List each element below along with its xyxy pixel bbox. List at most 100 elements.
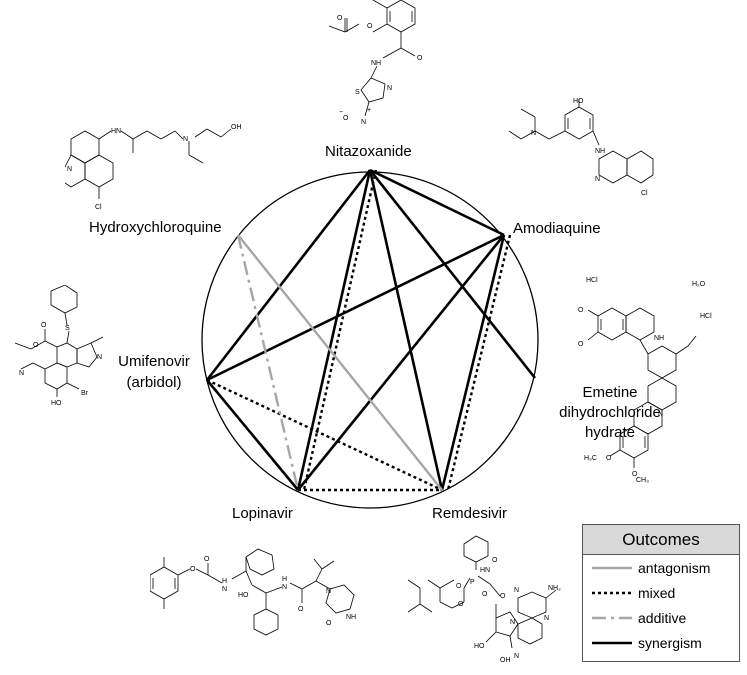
interaction-hydroxychloroquine-lopinavir-additive: [236, 234, 300, 491]
structure-nitazoxanide-atom-4: S: [355, 89, 360, 96]
structure-remdesivir-atom-14: OH: [500, 657, 511, 664]
outcomes-legend: Outcomes antagonism mixed additive syner…: [582, 524, 740, 662]
interaction-nitazoxanide-amodiaquine-synergism: [369, 168, 505, 237]
structure-remdesivir: H N O O P O O O N N N NH₂ HO OH N: [407, 535, 561, 664]
structure-emetine-atom-1: HCl: [586, 277, 598, 284]
legend-item-synergism: synergism: [583, 633, 739, 655]
interaction-amodiaquine-lopinavir-synergism: [296, 234, 506, 491]
structure-remdesivir-atom-2: N: [485, 567, 490, 574]
structure-emetine-atom-10: O: [632, 471, 638, 478]
structure-emetine-atom-9: O: [606, 455, 612, 462]
structure-nitazoxanide-charge-2: +: [367, 107, 371, 114]
structure-hcq-atom-3: OH: [231, 124, 242, 131]
structure-amodiaquine-atom-5: Cl: [641, 190, 648, 197]
structure-lopinavir-atom-1: O: [190, 566, 196, 573]
structure-umifenovir-atom-1: S: [65, 325, 70, 332]
structure-amodiaquine-atom-2: N: [531, 130, 536, 137]
structure-nitazoxanide: O O NH S N N O O − +: [328, 0, 423, 126]
interaction-amodiaquine-remdesivir-synergism: [440, 234, 506, 491]
structure-emetine-atom-6: NH: [654, 335, 664, 342]
legend-swatch-antagonism: [592, 566, 632, 570]
structure-remdesivir-atom-15: N: [514, 653, 519, 660]
interaction-lines: [205, 168, 537, 492]
legend-label-mixed: mixed: [638, 585, 676, 601]
interaction-nitazoxanide-remdesivir-synergism: [368, 169, 444, 491]
label-nitazoxanide: Nitazoxanide: [325, 143, 412, 160]
legend-label-synergism: synergism: [638, 635, 702, 651]
interaction-amodiaquine-remdesivir-mixed: [446, 234, 512, 491]
label-emetine-line-3: hydrate: [584, 424, 636, 441]
label-hydroxychloroquine: Hydroxychloroquine: [89, 219, 222, 236]
structure-hcq-atom-4: N: [67, 166, 72, 173]
interaction-nitazoxanide-lopinavir-synergism: [296, 169, 372, 491]
structure-emetine-atom-7: N: [658, 411, 663, 418]
structure-amodiaquine-atom-3: NH: [595, 148, 605, 155]
structure-remdesivir-atom-1: H: [480, 567, 485, 574]
structure-nitazoxanide-atom-1: O: [337, 15, 343, 22]
structure-amodiaquine-atom-4: N: [595, 176, 600, 183]
interaction-hydroxychloroquine-remdesivir-antagonism: [237, 234, 443, 491]
structure-umifenovir-atom-4: N: [97, 354, 102, 361]
structure-lopinavir: O O H N HO O H N N NH O: [150, 548, 356, 636]
structure-nitazoxanide-atom-5: N: [387, 85, 392, 92]
structure-remdesivir-atom-8: O: [500, 593, 506, 600]
label-umifenovir: Umifenovir (arbidol): [112, 353, 196, 392]
structure-amodiaquine-atom-1: HO: [573, 98, 584, 105]
structure-nitazoxanide-charge-1: −: [339, 109, 343, 116]
interaction-nitazoxanide-lopinavir-mixed: [302, 169, 378, 491]
structure-nitazoxanide-atom-8: O: [417, 55, 423, 62]
structure-nitazoxanide-atom-6: N: [361, 119, 366, 126]
label-emetine: Emetine dihydrochloride hydrate: [555, 384, 665, 442]
structure-emetine-atom-4: O: [578, 307, 584, 314]
structure-remdesivir-atom-13: HO: [474, 643, 485, 650]
legend-label-antagonism: antagonism: [638, 560, 711, 576]
structure-remdesivir-atom-7: O: [482, 591, 488, 598]
legend-swatch-mixed: [592, 591, 632, 595]
structure-umifenovir-atom-7: Br: [81, 390, 89, 397]
legend-swatch-additive: [592, 616, 632, 620]
label-umifenovir-line-2: (arbidol): [126, 374, 182, 391]
legend-item-antagonism: antagonism: [583, 558, 739, 580]
structure-umifenovir-atom-3: O: [33, 342, 39, 349]
structure-amodiaquine: HO N NH N Cl: [508, 98, 654, 197]
interaction-amodiaquine-umifenovir-synergism: [206, 233, 505, 382]
legend-label-additive: additive: [638, 610, 687, 626]
legend-item-additive: additive: [583, 608, 739, 630]
structure-hcq-atom-5: Cl: [95, 204, 102, 211]
structure-remdesivir-atom-12: NH₂: [548, 585, 561, 592]
interaction-nitazoxanide-umifenovir-synergism: [205, 169, 372, 381]
structure-nitazoxanide-atom-2: O: [367, 23, 373, 30]
structure-lopinavir-atom-3: H: [222, 578, 227, 585]
structure-umifenovir-atom-6: HO: [51, 400, 62, 407]
structure-emetine-atom-11: CH₃: [636, 477, 649, 484]
interaction-umifenovir-lopinavir-synergism: [205, 379, 300, 491]
label-remdesivir: Remdesivir: [432, 505, 508, 522]
structure-umifenovir-atom-2: O: [41, 322, 47, 329]
structure-remdesivir-atom-10: N: [544, 615, 549, 622]
label-amodiaquine: Amodiaquine: [513, 220, 601, 237]
structure-lopinavir-atom-7: H: [282, 576, 287, 583]
structure-lopinavir-atom-9: N: [326, 588, 331, 595]
label-lopinavir: Lopinavir: [232, 505, 293, 522]
structure-lopinavir-atom-4: N: [222, 586, 227, 593]
structure-lopinavir-atom-8: N: [282, 584, 287, 591]
label-emetine-line-1: Emetine: [582, 384, 638, 401]
structure-lopinavir-atom-11: O: [326, 620, 332, 627]
structure-lopinavir-atom-5: HO: [238, 592, 249, 599]
structure-remdesivir-atom-9: N: [514, 587, 519, 594]
structure-hcq-atom-2: N: [183, 136, 188, 143]
structure-emetine-atom-2: HCl: [700, 313, 712, 320]
structure-emetine: HCl HCl H₂O O O NH N H₃C O O CH₃: [578, 277, 712, 484]
structure-lopinavir-atom-6: O: [298, 606, 304, 613]
legend-item-mixed: mixed: [583, 583, 739, 605]
structure-lopinavir-atom-2: O: [204, 556, 210, 563]
interaction-umifenovir-remdesivir-mixed: [206, 378, 443, 492]
structure-umifenovir: S O O N N HO Br: [14, 285, 104, 407]
structure-lopinavir-atom-10: NH: [346, 614, 356, 621]
structure-emetine-atom-3: H₂O: [692, 281, 706, 288]
structure-emetine-atom-5: O: [578, 341, 584, 348]
structure-remdesivir-atom-4: O: [458, 601, 464, 608]
structure-hcq-atom-1: HN: [111, 128, 121, 135]
label-umifenovir-line-1: Umifenovir: [118, 353, 190, 370]
